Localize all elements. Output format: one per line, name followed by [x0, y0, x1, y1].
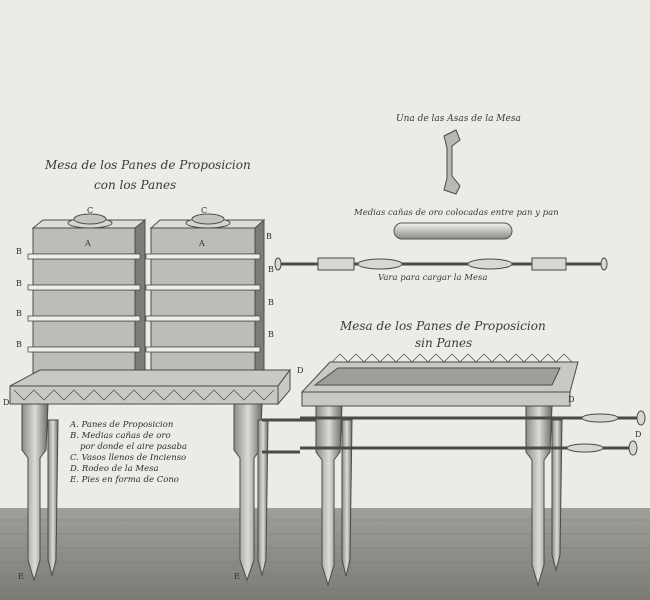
- handle-figure: [443, 129, 461, 195]
- legend-item-a: A. Panes de Proposicion: [70, 420, 174, 430]
- label-c-left: C: [87, 206, 94, 215]
- caption-carry-pole: Vara para cargar la Mesa: [378, 273, 488, 283]
- label-e-2: E: [234, 572, 240, 581]
- legend-item-b: B. Medias cañas de oro: [70, 431, 171, 441]
- label-b-8: B: [268, 330, 274, 339]
- label-d-1: D: [297, 366, 304, 375]
- gold-rod-figure: [393, 222, 513, 240]
- caption-gold-rods: Medias cañas de oro colocadas entre pan …: [354, 208, 559, 218]
- label-c-right: C: [201, 206, 208, 215]
- label-b-7: B: [268, 298, 274, 307]
- table-without-breads: [300, 353, 646, 587]
- label-b-3: B: [16, 309, 22, 318]
- label-b-6: B: [268, 265, 274, 274]
- legend-item-e: E. Pies en forma de Cono: [70, 475, 179, 485]
- label-b-2: B: [16, 279, 22, 288]
- legend: A. Panes de Proposicion B. Medias cañas …: [70, 420, 187, 486]
- title-without-breads-line2: sin Panes: [415, 336, 473, 350]
- title-with-breads-line2: con los Panes: [94, 178, 177, 192]
- label-d-3: D: [568, 395, 575, 404]
- title-without-breads-line1: Mesa de los Panes de Proposicion: [340, 319, 546, 333]
- label-b-5: B: [266, 232, 272, 241]
- legend-item-b-cont: por donde el aire pasaba: [80, 442, 188, 452]
- label-a-left: A: [85, 239, 91, 248]
- label-d-2: D: [3, 398, 10, 407]
- legend-item-d: D. Rodeo de la Mesa: [70, 464, 159, 474]
- label-a-right: A: [199, 239, 205, 248]
- title-with-breads-line1: Mesa de los Panes de Proposicion: [45, 158, 251, 172]
- label-b-1: B: [16, 247, 22, 256]
- label-b-4: B: [16, 340, 22, 349]
- legend-item-c: C. Vasos llenos de Incienso: [70, 453, 187, 463]
- label-d-4: D: [635, 430, 642, 439]
- caption-handle: Una de las Asas de la Mesa: [396, 114, 521, 124]
- label-e-1: E: [18, 572, 24, 581]
- carry-pole-figure: [274, 257, 608, 271]
- table-with-breads: [9, 213, 320, 582]
